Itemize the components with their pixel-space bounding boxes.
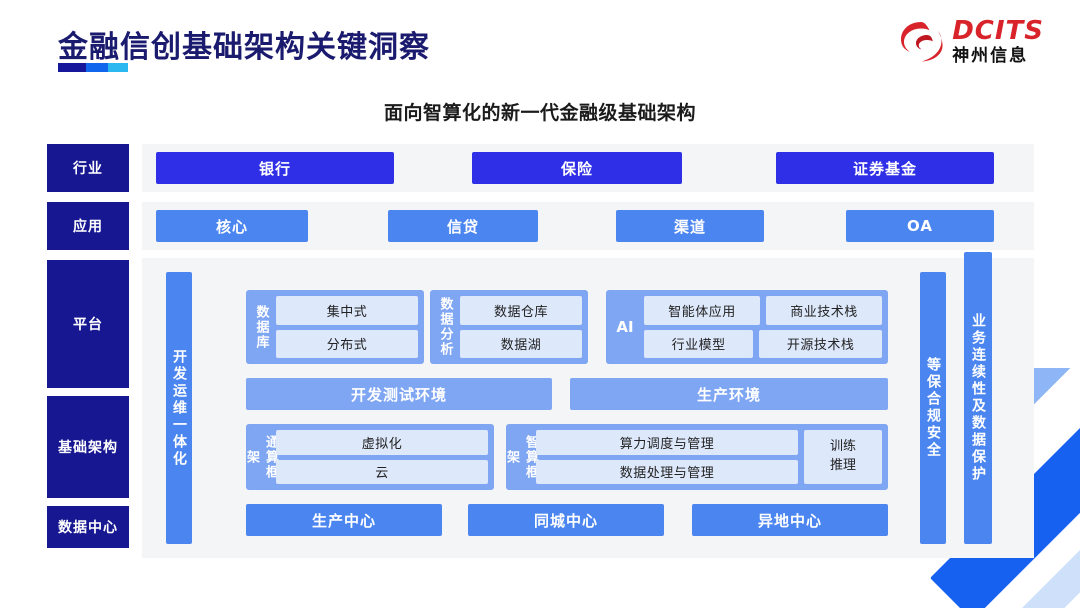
industry-chip-bank[interactable]: 银行 [156,152,394,184]
env-bar-dev-test[interactable]: 开发测试环境 [246,378,552,410]
dc-bar-production-center[interactable]: 生产中心 [246,504,442,536]
group-label-database: 数据库 [253,304,269,350]
cell-commercial-stack[interactable]: 商业技术栈 [766,296,882,325]
brand-logo: DCITS 神州信息 [898,18,1044,65]
rail-item-platform[interactable]: 平台 [47,260,129,388]
group-label-general-framework: 通算框架 [244,434,278,480]
group-data-analysis[interactable]: 数据分析 数据仓库 数据湖 [430,290,588,364]
rail-item-application[interactable]: 应用 [47,202,129,250]
cell-distributed[interactable]: 分布式 [276,329,418,358]
subtitle: 面向智算化的新一代金融级基础架构 [383,102,696,124]
cell-training-inference[interactable]: 训练 推理 [804,430,882,484]
platform-panel: 开发运维一体化 等保合规安全 业务连续性及数据保护 数据库 集中式 分布式 数据… [142,252,1034,558]
dcits-swirl-icon [901,21,943,61]
cell-compute-scheduling[interactable]: 算力调度与管理 [536,430,798,455]
inference-label: 推理 [829,458,856,473]
cell-virtualization[interactable]: 虚拟化 [276,430,488,455]
cell-data-warehouse[interactable]: 数据仓库 [460,296,582,325]
logo-chinese-text: 神州信息 [952,46,1029,66]
industry-chip-securities[interactable]: 证券基金 [776,152,994,184]
rail-item-datacenter[interactable]: 数据中心 [47,506,129,548]
dc-bar-remote-center[interactable]: 异地中心 [692,504,888,536]
industry-band: 银行 保险 证券基金 [142,144,1034,192]
group-intelligent-compute-framework[interactable]: 智算框架 算力调度与管理 数据处理与管理 训练 推理 [504,424,888,490]
rail-item-infrastructure[interactable]: 基础架构 [47,396,129,498]
application-chip-channel[interactable]: 渠道 [616,210,764,242]
dc-bar-metro-center[interactable]: 同城中心 [468,504,664,536]
application-chip-oa[interactable]: OA [846,210,994,242]
cell-centralized[interactable]: 集中式 [276,296,418,325]
rail-item-industry[interactable]: 行业 [47,144,129,192]
group-label-ai: AI [616,318,634,336]
group-database[interactable]: 数据库 集中式 分布式 [246,290,424,364]
group-ai[interactable]: AI 智能体应用 商业技术栈 行业模型 开源技术栈 [606,290,888,364]
cell-agent-application[interactable]: 智能体应用 [644,296,760,325]
group-label-data-analysis: 数据分析 [437,297,453,357]
cell-data-processing[interactable]: 数据处理与管理 [536,459,798,484]
cell-industry-model[interactable]: 行业模型 [644,329,754,358]
application-chip-core[interactable]: 核心 [156,210,308,242]
left-rail: 行业 应用 平台 基础架构 数据中心 [47,144,129,548]
logo-english-text: DCITS [952,16,1044,46]
application-band: 核心 信贷 渠道 OA [142,202,1034,250]
application-chip-credit[interactable]: 信贷 [388,210,538,242]
training-label: 训练 [829,439,856,455]
cell-data-lake[interactable]: 数据湖 [460,329,582,358]
vertical-bar-devops[interactable]: 开发运维一体化 [166,272,192,544]
industry-chip-insurance[interactable]: 保险 [472,152,682,184]
cell-cloud[interactable]: 云 [276,459,488,484]
group-general-compute-framework[interactable]: 通算框架 虚拟化 云 [244,424,494,490]
title-underline-rule [58,63,128,72]
page-title: 金融信创基础架构关键洞察 [58,30,430,65]
env-bar-production[interactable]: 生产环境 [570,378,888,410]
cell-opensource-stack[interactable]: 开源技术栈 [759,329,882,358]
vertical-bar-business-continuity[interactable]: 业务连续性及数据保护 [964,252,992,544]
vertical-bar-compliance-security[interactable]: 等保合规安全 [920,272,946,544]
group-label-intelligent-framework: 智算框架 [504,434,538,480]
